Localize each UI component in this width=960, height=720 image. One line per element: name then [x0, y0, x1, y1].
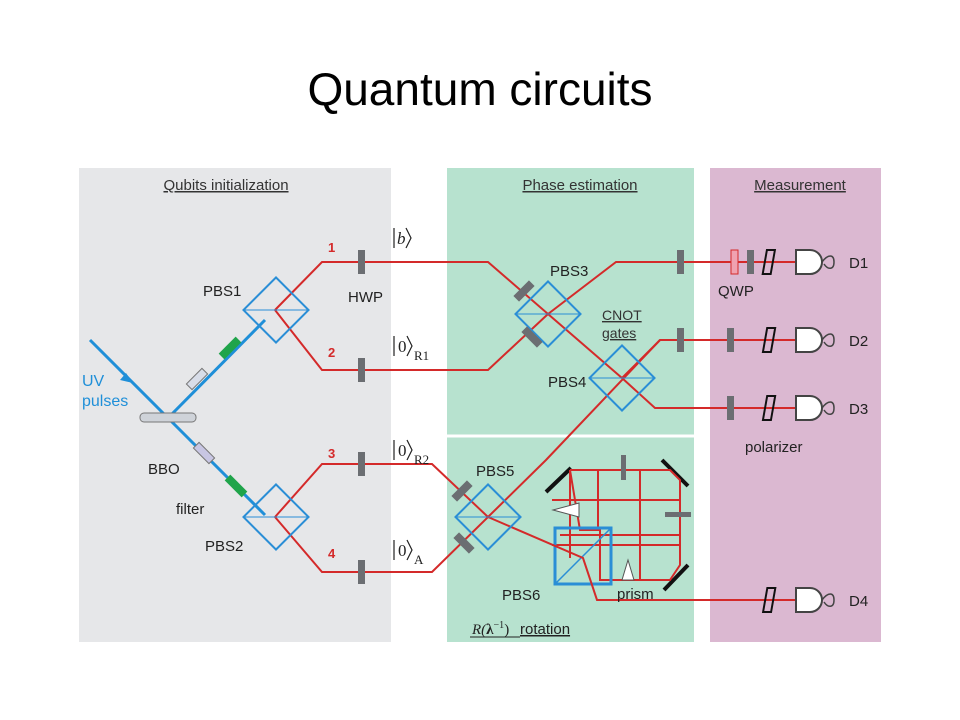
ket-b-text: b	[397, 229, 406, 248]
ket-r1-zero: 0	[398, 337, 407, 356]
bbo-crystal	[139, 412, 197, 423]
panel-title-init: Qubits initialization	[163, 177, 288, 194]
pbs4-label: PBS4	[548, 374, 586, 391]
mode-3-label: 3	[328, 446, 335, 461]
ket-r2-zero: 0	[398, 441, 407, 460]
cnot-label-line1: CNOT	[602, 307, 642, 323]
ket-b: b	[393, 227, 412, 249]
panel-qubits-initialization	[79, 168, 391, 642]
qwp-plate	[730, 249, 739, 275]
interferometer-mirrors	[544, 458, 690, 592]
prism-bottom	[621, 558, 635, 581]
pbs3-label: PBS3	[550, 263, 588, 280]
uv-arrow-icon	[120, 373, 133, 383]
mode-2-label: 2	[328, 345, 335, 360]
ket-r1-sub: R1	[414, 348, 429, 363]
detector-d3-icon	[795, 395, 823, 421]
mode-1-label: 1	[328, 240, 335, 255]
detector-cables	[821, 255, 835, 607]
beam-splitter-diagonals	[244, 309, 654, 518]
pbs2-cube	[242, 483, 310, 551]
pbs1-label: PBS1	[203, 283, 241, 300]
interferometer-beams	[552, 469, 681, 581]
auxiliary-plates	[451, 280, 543, 554]
waveplates	[358, 250, 754, 584]
pbs6-splitter	[553, 526, 613, 586]
blue-waveplate-top	[185, 367, 209, 391]
rotation-suffix: )	[504, 622, 509, 638]
detector-d2-icon	[795, 327, 823, 353]
pbs6-label: PBS6	[502, 587, 540, 604]
ket-0-a: 0 A	[393, 539, 424, 567]
rotation-prefix: R(	[471, 622, 487, 638]
interferometer-waveplate-top	[621, 455, 626, 480]
polarizers	[761, 249, 777, 613]
uv-label-line2: pulses	[82, 393, 128, 410]
beam-splitter-cubes	[242, 276, 656, 551]
panel-title-phase: Phase estimation	[522, 177, 637, 194]
rotation-label: R(λ−1)	[471, 620, 509, 638]
filter-label: filter	[176, 501, 204, 518]
detector-d3-label: D3	[849, 401, 868, 418]
bbo-label: BBO	[148, 461, 180, 478]
rotation-lambda: λ	[486, 622, 494, 638]
uv-label-line1: UV	[82, 373, 105, 390]
blue-waveplate-bottom	[192, 441, 216, 465]
ket-a-sub: A	[414, 552, 424, 567]
slide-title: Quantum circuits	[307, 63, 653, 115]
interferometer-waveplate-right	[665, 512, 691, 517]
prism-top	[551, 502, 580, 518]
mode-4-label: 4	[328, 546, 336, 561]
ket-0-r2: 0 R2	[393, 439, 429, 467]
filter-top	[218, 336, 242, 360]
ket-0-r1: 0 R1	[393, 335, 429, 363]
detectors	[795, 249, 823, 613]
pbs3-cube	[514, 280, 582, 348]
hwp-label: HWP	[348, 289, 383, 306]
polarizer-label: polarizer	[745, 439, 803, 456]
qwp-label: QWP	[718, 283, 754, 300]
panel-phase-estimation	[447, 168, 694, 642]
detector-d1-label: D1	[849, 255, 868, 272]
detector-d2-label: D2	[849, 333, 868, 350]
detector-d4-label: D4	[849, 593, 868, 610]
pbs5-cube	[454, 483, 522, 551]
filter-bottom	[224, 474, 248, 498]
panel-title-measurement: Measurement	[754, 177, 847, 194]
rotation-power: −1	[494, 620, 505, 631]
prism-label: prism	[617, 586, 654, 603]
detector-d4-icon	[795, 587, 823, 613]
pbs2-label: PBS2	[205, 538, 243, 555]
ket-a-zero: 0	[398, 541, 407, 560]
pbs4-cube	[588, 344, 656, 412]
pbs1-cube	[242, 276, 310, 344]
cnot-label-line2: gates	[602, 325, 636, 341]
ket-r2-sub: R2	[414, 452, 429, 467]
rotation-word: rotation	[520, 621, 570, 638]
detector-d1-icon	[795, 249, 823, 275]
pbs5-label: PBS5	[476, 463, 514, 480]
